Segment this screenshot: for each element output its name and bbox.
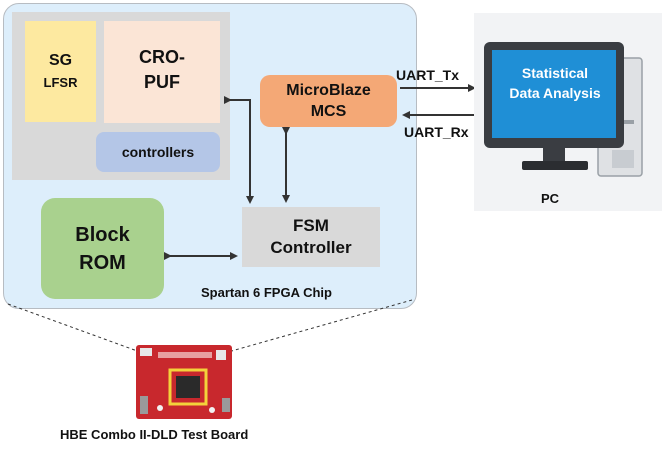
cro-puf-block: CRO- PUF xyxy=(104,21,220,123)
controllers-label: controllers xyxy=(121,144,195,160)
cro-label: CRO- xyxy=(139,47,185,67)
pc-illustration xyxy=(474,13,662,211)
fsm-label: FSM xyxy=(293,216,329,235)
pc-screen-text: Statistical Data Analysis xyxy=(497,63,613,103)
zoom-line-right xyxy=(227,299,413,353)
sg-lfsr-block: SG LFSR xyxy=(25,21,96,122)
test-board-illustration xyxy=(136,345,232,419)
controllers-block: controllers xyxy=(96,132,220,172)
uart-tx-label: UART_Tx xyxy=(396,67,460,83)
mcs-label: MCS xyxy=(310,103,347,120)
sg-label: SG xyxy=(48,51,73,69)
pc-label: PC xyxy=(541,191,560,206)
chip-label: Spartan 6 FPGA Chip xyxy=(201,285,332,300)
rom-label: ROM xyxy=(79,251,126,274)
puf-label: PUF xyxy=(144,72,180,92)
arrow-puf-fsm xyxy=(224,96,254,204)
controller-label: Controller xyxy=(270,238,352,257)
lfsr-label: LFSR xyxy=(43,74,78,90)
test-board-label: HBE Combo II-DLD Test Board xyxy=(60,427,249,442)
screen-line-2: Data Analysis xyxy=(509,85,601,101)
zoom-line-left xyxy=(7,303,141,353)
block-rom: Block ROM xyxy=(41,198,164,299)
uart-rx-label: UART_Rx xyxy=(404,124,469,140)
block-label: Block xyxy=(75,223,130,246)
fsm-controller-block: FSM Controller xyxy=(242,207,380,267)
screen-line-1: Statistical xyxy=(521,65,589,81)
microblaze-label: MicroBlaze xyxy=(286,82,371,99)
microblaze-mcs-block: MicroBlaze MCS xyxy=(260,75,397,127)
